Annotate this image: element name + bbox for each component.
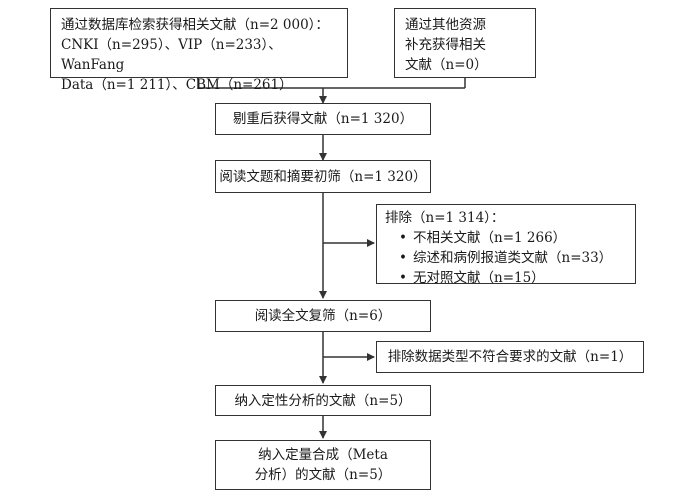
qualitative-analysis-box: 纳入定性分析的文献（n=5）: [215, 385, 431, 416]
database-search-box: 通过数据库检索获得相关文献（n=2 000）： CNKI（n=295）、VIP（…: [50, 8, 348, 93]
title-abstract-screening-box: 阅读文题和摘要初筛（n=1 320）: [215, 160, 431, 193]
exclusion-box-2: 排除数据类型不符合要求的文献（n=1）: [376, 341, 644, 373]
exclusion-1-title: 排除（n=1 314）：: [385, 210, 505, 226]
exclusion-box-1: 排除（n=1 314）： 不相关文献（n=1 266） 综述和病例报道类文献（n…: [376, 204, 636, 288]
quantitative-synthesis-box: 纳入定量合成（Meta 分析）的文献（n=5）: [215, 440, 431, 490]
exclusion-1-item: 无对照文献（n=15）: [399, 268, 627, 288]
exclusion-1-item: 综述和病例报道类文献（n=33）: [399, 248, 627, 268]
full-text-screening-box: 阅读全文复筛（n=6）: [215, 300, 431, 332]
exclusion-1-item: 不相关文献（n=1 266）: [399, 228, 627, 248]
other-sources-box: 通过其他资源 补充获得相关 文献（n=0）: [394, 8, 536, 78]
deduplicated-box: 剔重后获得文献（n=1 320）: [215, 103, 431, 135]
exclusion-1-list: 不相关文献（n=1 266） 综述和病例报道类文献（n=33） 无对照文献（n=…: [385, 228, 627, 288]
